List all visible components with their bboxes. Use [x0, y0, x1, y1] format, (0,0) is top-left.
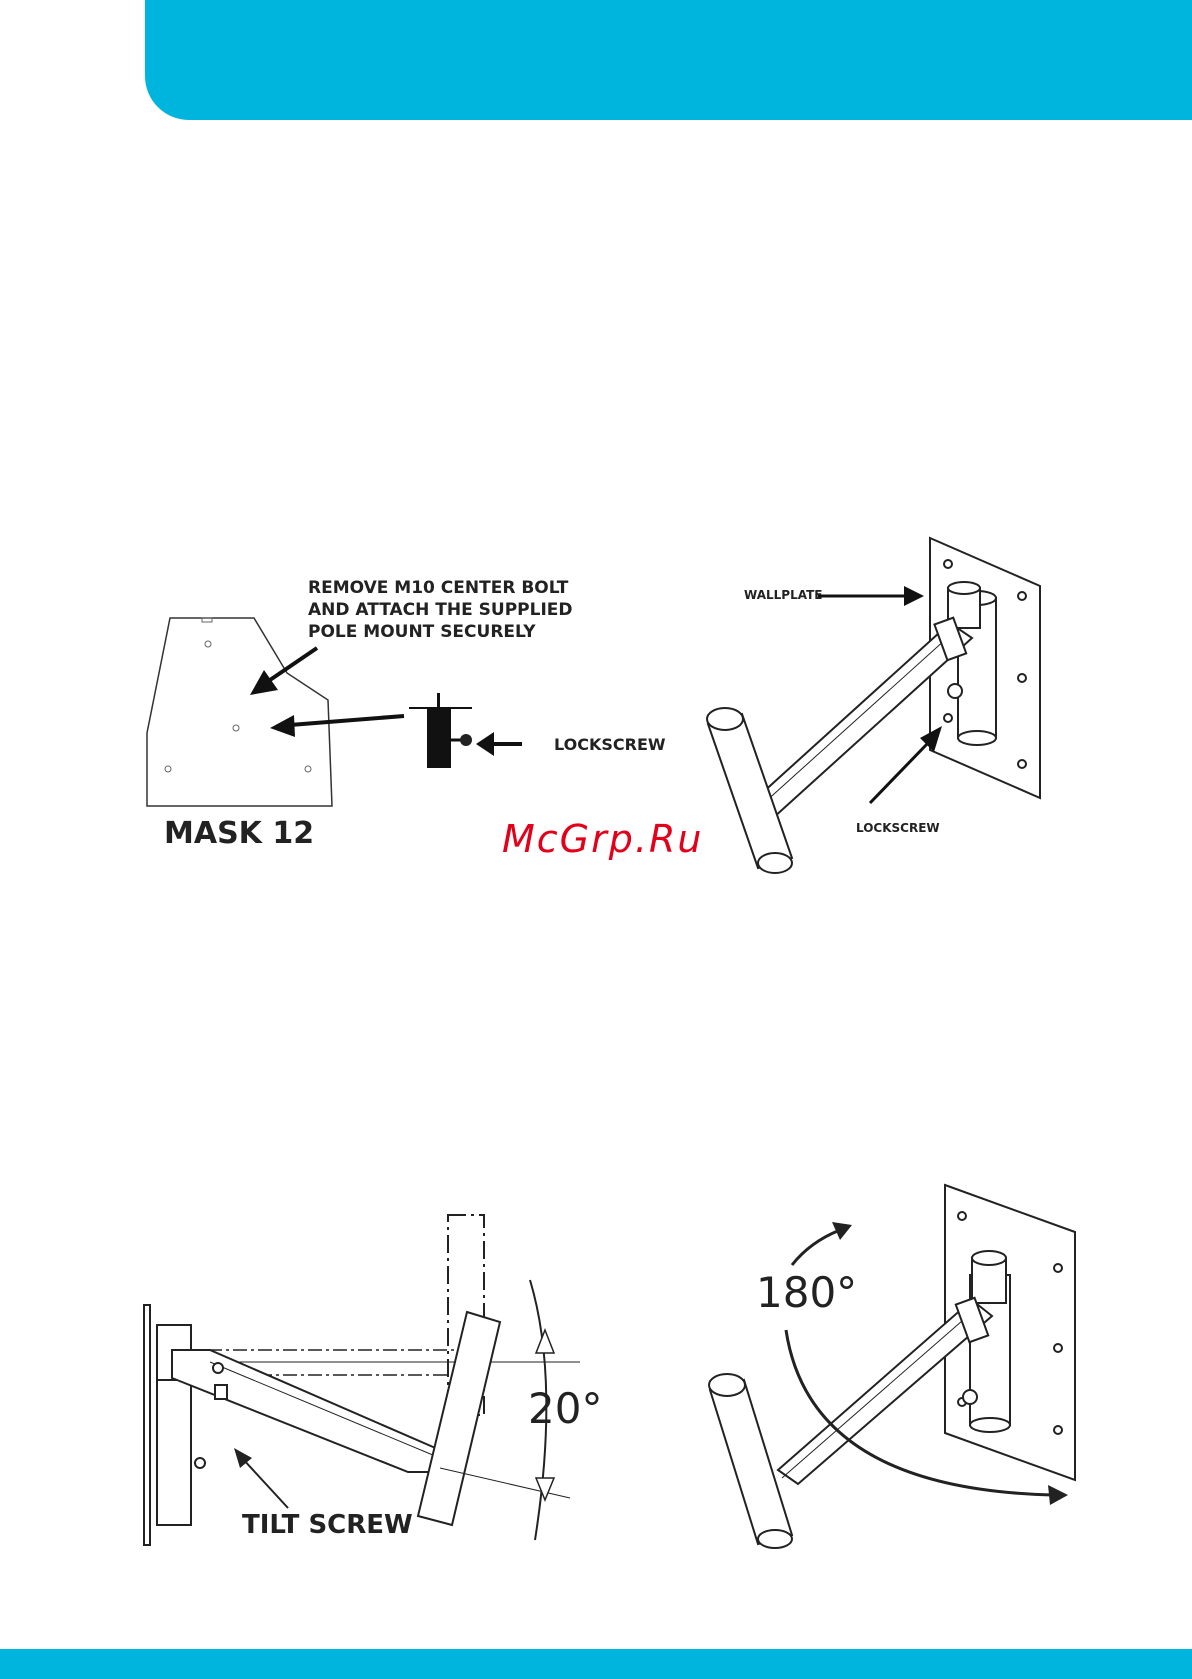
bracket-lockscrew-label: LOCKSCREW	[856, 821, 940, 835]
tilt-side-view-drawing	[140, 1210, 620, 1550]
diagram-wall-bracket: WALLPLATE LOCKSCREW	[700, 538, 1055, 873]
rotation-drawing	[700, 1180, 1090, 1550]
rotation-angle-label: 180°	[756, 1268, 857, 1317]
footer-band	[0, 1649, 1192, 1679]
instruction-line-3: POLE MOUNT SECURELY	[308, 622, 536, 642]
lockscrew-label: LOCKSCREW	[554, 735, 666, 754]
tilt-screw-label: TILT SCREW	[242, 1510, 413, 1540]
diagram-tilt-side-view: 20° TILT SCREW	[140, 1210, 620, 1550]
wallplate-label: WALLPLATE	[744, 588, 822, 602]
model-label: MASK 12	[164, 816, 314, 851]
header-band	[145, 0, 1192, 120]
diagram-rotation: 180°	[700, 1180, 1090, 1550]
tilt-angle-label: 20°	[528, 1384, 602, 1433]
watermark: McGrp.Ru	[502, 817, 703, 861]
instruction-line-2: AND ATTACH THE SUPPLIED	[308, 600, 573, 620]
diagram-speaker-pole-mount: REMOVE M10 CENTER BOLT AND ATTACH THE SU…	[142, 578, 657, 848]
instruction-line-1: REMOVE M10 CENTER BOLT	[308, 578, 568, 598]
